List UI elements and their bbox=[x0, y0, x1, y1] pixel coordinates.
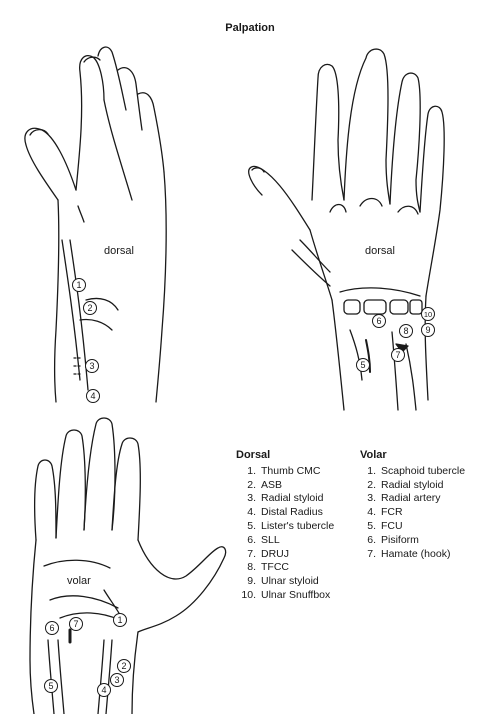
marker-number: 7 bbox=[73, 619, 78, 629]
marker-volar-2: 2 bbox=[117, 659, 131, 673]
marker-number: 6 bbox=[49, 623, 54, 633]
marker-dorsal-right-9: 9 bbox=[421, 323, 435, 337]
marker-number: 4 bbox=[101, 685, 106, 695]
label-volar: volar bbox=[67, 575, 91, 587]
marker-number: 9 bbox=[425, 325, 430, 335]
marker-number: 4 bbox=[90, 391, 95, 401]
legend-item: 7.Hamate (hook) bbox=[367, 547, 451, 560]
legend-item: 5.Lister's tubercle bbox=[247, 519, 335, 532]
marker-number: 2 bbox=[121, 661, 126, 671]
marker-circle bbox=[44, 679, 58, 693]
legend-volar-heading: Volar bbox=[360, 449, 387, 461]
marker-circle bbox=[399, 324, 413, 338]
marker-number: 2 bbox=[87, 303, 92, 313]
marker-circle bbox=[421, 307, 435, 321]
marker-circle bbox=[391, 348, 405, 362]
legend-dorsal: Dorsal 1.Thumb CMC 2.ASB 3.Radial styloi… bbox=[236, 449, 334, 603]
legend-item: 6.SLL bbox=[247, 533, 280, 546]
legend-item: 4.Distal Radius bbox=[247, 506, 323, 519]
marker-circle bbox=[72, 278, 86, 292]
marker-number: 7 bbox=[395, 350, 400, 360]
marker-circle bbox=[356, 358, 370, 372]
label-dorsal-right: dorsal bbox=[365, 245, 395, 257]
legend-item: 1.Scaphoid tubercle bbox=[367, 464, 466, 477]
marker-circle bbox=[97, 683, 111, 697]
legend-item: 2.Radial styloid bbox=[367, 478, 444, 491]
volar-hand bbox=[29, 417, 227, 714]
dorsal-lateral-hand bbox=[24, 46, 167, 403]
marker-circle bbox=[110, 673, 124, 687]
marker-number: 1 bbox=[117, 615, 122, 625]
marker-dorsal-left-4: 4 bbox=[86, 389, 100, 403]
marker-dorsal-right-8: 8 bbox=[399, 324, 413, 338]
marker-number: 5 bbox=[48, 681, 53, 691]
marker-circle bbox=[86, 389, 100, 403]
legend-item: 9.Ulnar styloid bbox=[247, 575, 319, 588]
legend-volar: Volar 1.Scaphoid tubercle 2.Radial stylo… bbox=[360, 449, 465, 561]
legend-item: 1.Thumb CMC bbox=[247, 464, 321, 477]
marker-number: 3 bbox=[114, 675, 119, 685]
marker-number: 1 bbox=[76, 280, 81, 290]
legend-item: 3.Radial artery bbox=[367, 492, 441, 505]
legend-item: 2.ASB bbox=[247, 478, 283, 491]
marker-circle bbox=[45, 621, 59, 635]
marker-number: 5 bbox=[360, 360, 365, 370]
legend-item: 4.FCR bbox=[367, 506, 403, 519]
marker-volar-5: 5 bbox=[44, 679, 58, 693]
marker-dorsal-right-7: 7 bbox=[391, 348, 405, 362]
legend-volar-list: 1.Scaphoid tubercle 2.Radial styloid 3.R… bbox=[360, 465, 465, 562]
legend-item: 3.Radial styloid bbox=[247, 492, 324, 505]
marker-circle bbox=[113, 613, 127, 627]
marker-number: 6 bbox=[376, 316, 381, 326]
marker-dorsal-left-2: 2 bbox=[83, 301, 97, 315]
marker-number: 10 bbox=[424, 310, 432, 319]
label-dorsal-left: dorsal bbox=[104, 245, 134, 257]
marker-circle bbox=[372, 314, 386, 328]
marker-dorsal-right-5: 5 bbox=[356, 358, 370, 372]
marker-volar-1: 1 bbox=[113, 613, 127, 627]
dorsal-straight-hand bbox=[248, 48, 445, 411]
marker-dorsal-left-3: 3 bbox=[85, 359, 99, 373]
legend-item: 8.TFCC bbox=[247, 561, 289, 574]
marker-dorsal-right-10: 10 bbox=[421, 307, 435, 321]
legend-dorsal-heading: Dorsal bbox=[236, 449, 271, 461]
marker-circle bbox=[69, 617, 83, 631]
marker-dorsal-right-6: 6 bbox=[372, 314, 386, 328]
marker-number: 3 bbox=[89, 361, 94, 371]
marker-circle bbox=[421, 323, 435, 337]
legend-item: 10.Ulnar Snuffbox bbox=[241, 588, 331, 601]
legend-item: 6.Pisiform bbox=[367, 533, 419, 546]
marker-volar-7: 7 bbox=[69, 617, 83, 631]
marker-dorsal-left-1: 1 bbox=[72, 278, 86, 292]
marker-volar-4: 4 bbox=[97, 683, 111, 697]
marker-number: 8 bbox=[403, 326, 408, 336]
marker-circle bbox=[85, 359, 99, 373]
marker-volar-3: 3 bbox=[110, 673, 124, 687]
legend-item: 5.FCU bbox=[367, 519, 403, 532]
marker-volar-6: 6 bbox=[45, 621, 59, 635]
figure-title: Palpation bbox=[225, 22, 275, 34]
legend-dorsal-list: 1.Thumb CMC 2.ASB 3.Radial styloid 4.Dis… bbox=[236, 465, 334, 603]
legend-item: 7.DRUJ bbox=[247, 547, 289, 560]
marker-circle bbox=[117, 659, 131, 673]
marker-circle bbox=[83, 301, 97, 315]
